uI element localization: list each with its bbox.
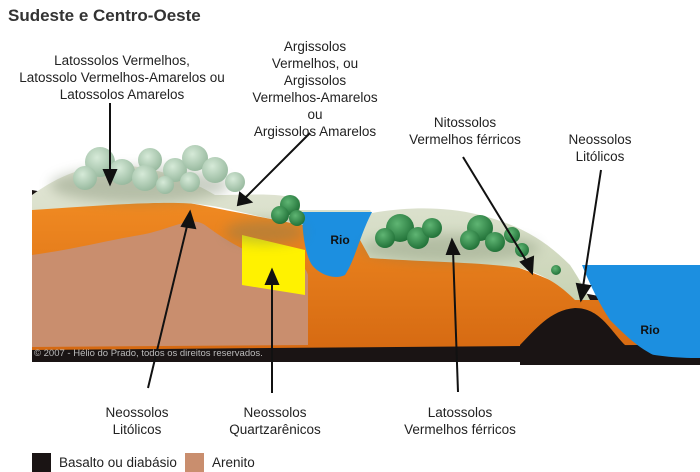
river-left <box>302 212 372 277</box>
trees-middle-group <box>271 195 305 226</box>
tree <box>422 218 442 238</box>
tree <box>156 176 174 194</box>
tree <box>271 206 289 224</box>
arrow-latossolos-ferricos <box>452 249 459 393</box>
basalt-hill <box>520 308 700 365</box>
arenito-layer <box>32 221 308 347</box>
tree <box>163 158 187 182</box>
arrow-nitossolos <box>462 156 528 263</box>
tree <box>289 210 305 226</box>
pointer-arrows <box>102 103 602 393</box>
river-right <box>582 265 700 360</box>
tree <box>109 159 135 185</box>
arrow-neossolos-right <box>582 169 602 288</box>
label-argissolos: Argissolos Vermelhos, ou Argissolos Verm… <box>252 39 378 139</box>
label-rio-1: Rio <box>330 233 350 247</box>
label-latossolos-ferricos: Latossolos Vermelhos férricos <box>404 405 516 437</box>
label-nitossolos: Nitossolos Vermelhos férricos <box>409 115 521 147</box>
tree <box>551 265 561 275</box>
tree <box>225 172 245 192</box>
arrow-neossolos-bottom <box>147 221 189 389</box>
tree <box>485 232 505 252</box>
tree <box>202 157 228 183</box>
label-neossolos-litolicos-bottom: Neossolos Litólicos <box>105 405 169 437</box>
label-rio-2: Rio <box>640 323 660 337</box>
legend-arenito: Arenito <box>185 453 255 472</box>
legend-label-basalt: Basalto ou diabásio <box>59 455 177 470</box>
diagram-title: Sudeste e Centro-Oeste <box>8 6 201 25</box>
legend-label-arenito: Arenito <box>212 455 255 470</box>
tree <box>180 172 200 192</box>
trees-right-group <box>375 214 561 275</box>
arenito-swatch <box>185 453 204 472</box>
copyright-notice: © 2007 - Hélio do Prado, todos os direit… <box>34 348 263 359</box>
tree <box>73 166 97 190</box>
basalt-swatch <box>32 453 51 472</box>
tree <box>460 230 480 250</box>
tree <box>182 145 208 171</box>
label-neossolos-litolicos-right: Neossolos Litólicos <box>568 132 632 164</box>
quartz-sand-block <box>242 235 305 295</box>
tree <box>375 228 395 248</box>
label-latossolos-top: Latossolos Vermelhos, Latossolo Vermelho… <box>19 53 225 102</box>
tree <box>132 165 158 191</box>
legend-basalt: Basalto ou diabásio <box>32 453 177 472</box>
arrow-argissolos <box>244 132 311 199</box>
label-neossolos-quartzarenicos: Neossolos Quartzarênicos <box>229 405 321 437</box>
